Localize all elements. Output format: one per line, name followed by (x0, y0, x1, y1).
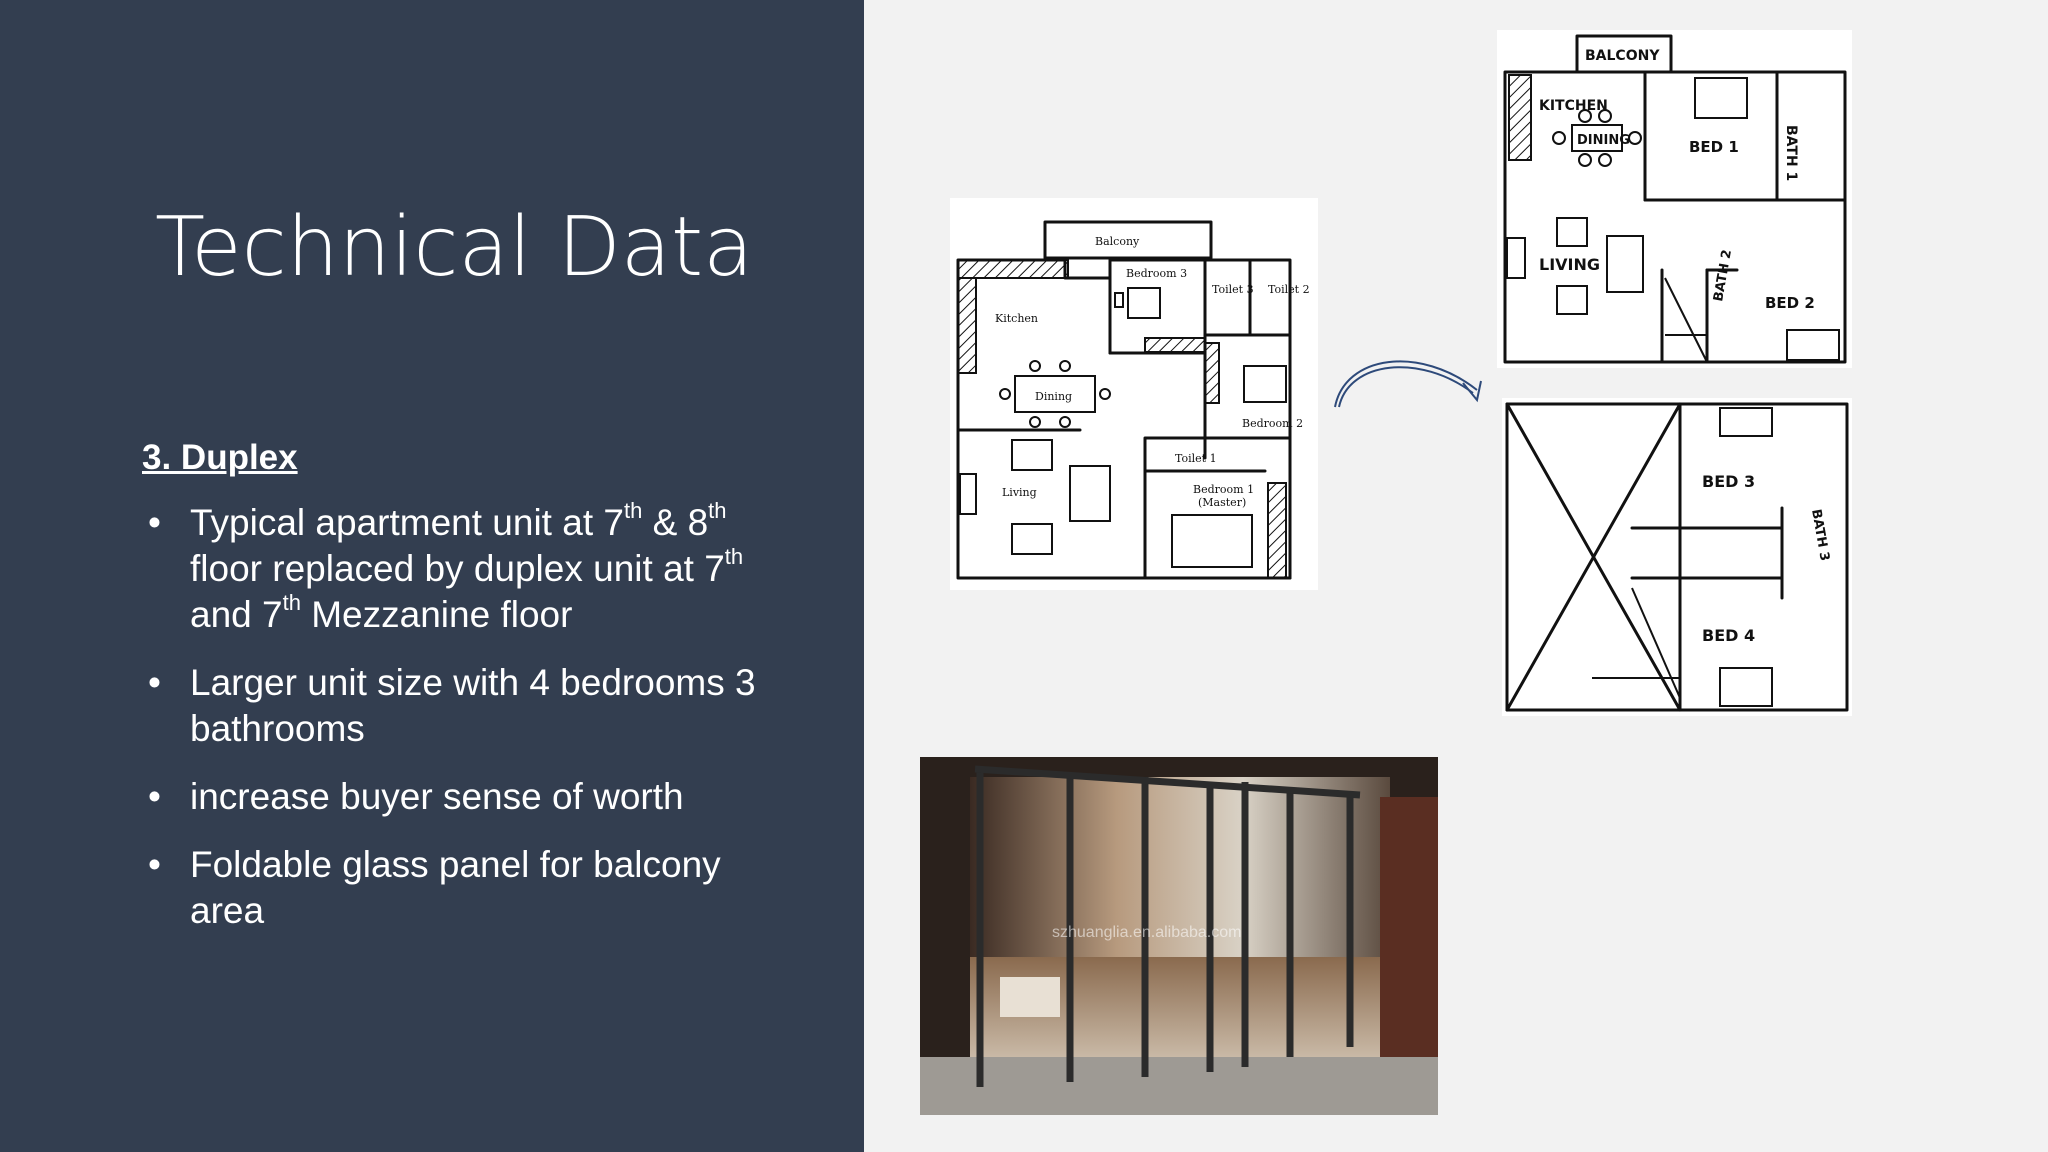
bullet-item: increase buyer sense of worth (148, 774, 788, 820)
typical-floor-plan: Balcony Kitchen Dining Living Bedroom 3 … (950, 198, 1318, 590)
plan-label: Toilet 1 (1175, 452, 1217, 465)
plan-label: KITCHEN (1539, 98, 1608, 114)
plan-label: Bedroom 2 (1242, 417, 1303, 430)
bullet-list: Typical apartment unit at 7th & 8th floo… (148, 499, 788, 956)
plan-label: BALCONY (1585, 48, 1660, 64)
plan-label: BATH 2 (1711, 249, 1735, 303)
plan-label: BATH 1 (1783, 125, 1799, 181)
bullet-item: Larger unit size with 4 bedrooms 3 bathr… (148, 660, 788, 752)
plan-label: BED 1 (1689, 138, 1739, 156)
plan-label: LIVING (1539, 255, 1600, 274)
section-heading: 3. Duplex (142, 438, 298, 477)
plan-label: BED 2 (1765, 294, 1815, 312)
plan-label: Toilet 2 (1268, 283, 1310, 296)
plan-label: Dining (1035, 390, 1072, 403)
plan-label: Toilet 3 (1212, 283, 1254, 296)
plan-label: (Master) (1198, 496, 1246, 509)
plan-label: BED 3 (1702, 472, 1755, 491)
slide-title: Technical Data (155, 200, 754, 295)
plan-label: Balcony (1095, 235, 1140, 248)
plan-label: Kitchen (995, 312, 1038, 325)
duplex-upper-plan: BALCONY KITCHEN DINING BED 1 BATH 1 LIVI… (1497, 30, 1852, 368)
bullet-item: Typical apartment unit at 7th & 8th floo… (148, 499, 788, 638)
photo-watermark: szhuanglia.en.alibaba.com (1052, 924, 1241, 941)
plan-label: BATH 3 (1808, 508, 1832, 562)
bullet-item: Foldable glass panel for balcony area (148, 842, 788, 934)
curved-arrow-icon (1325, 345, 1485, 420)
plan-label: Bedroom 1 (1193, 483, 1254, 496)
duplex-mezzanine-plan: BED 3 BATH 3 BED 4 (1502, 398, 1852, 716)
plan-label: BED 4 (1702, 626, 1755, 645)
plan-label: Bedroom 3 (1126, 267, 1187, 280)
foldable-glass-door-photo: szhuanglia.en.alibaba.com (920, 757, 1438, 1115)
plan-label: DINING (1577, 133, 1630, 148)
plan-label: Living (1002, 486, 1037, 499)
